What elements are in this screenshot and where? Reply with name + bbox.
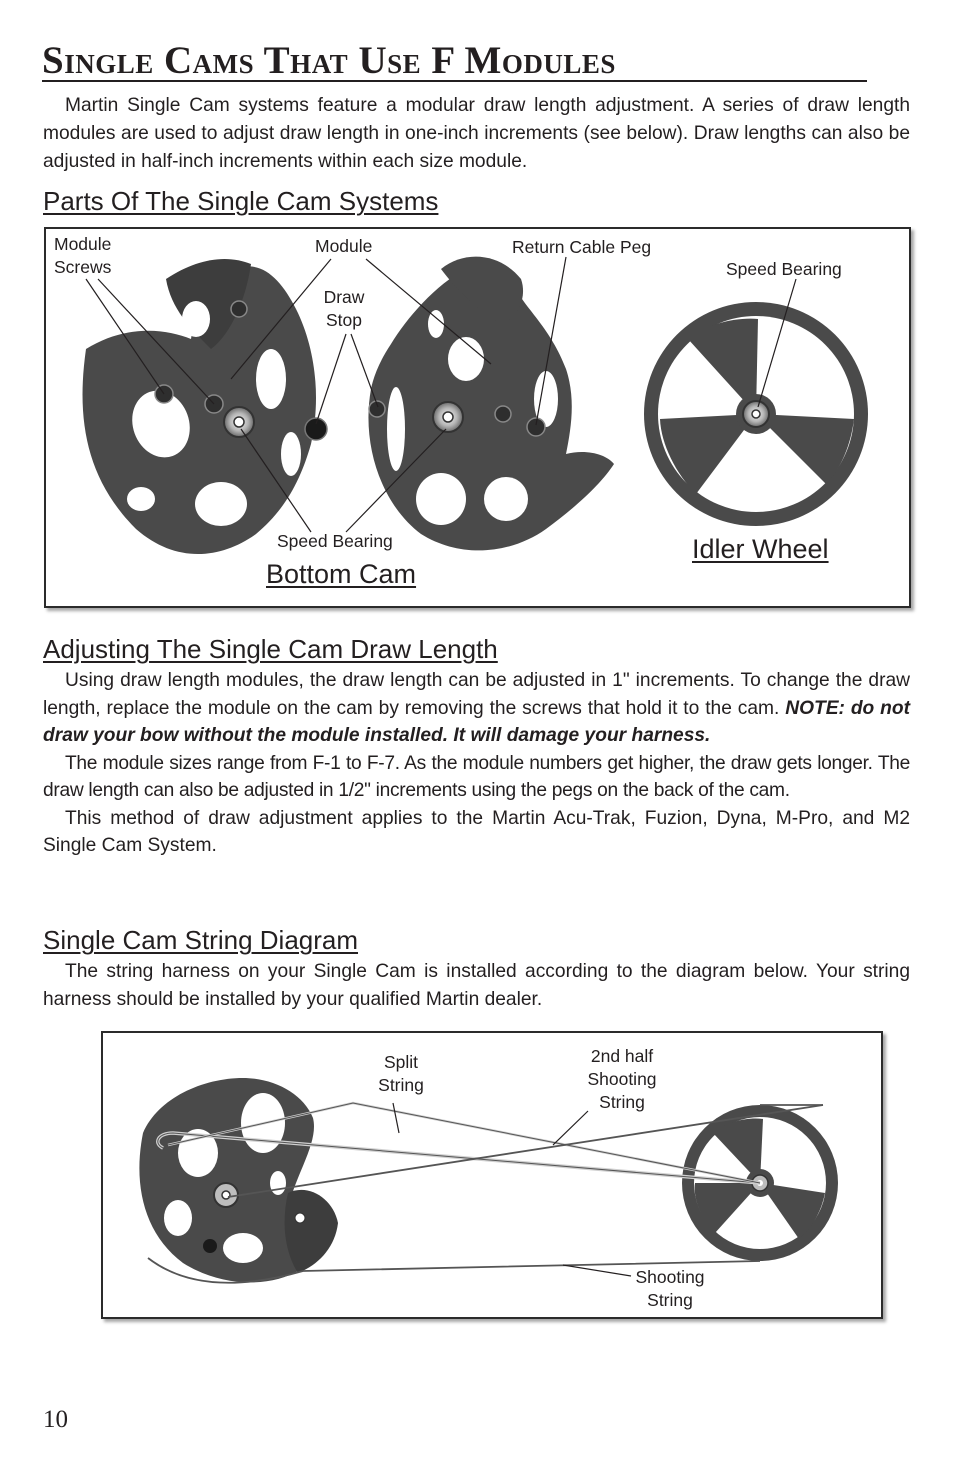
shooting-string-label-line2: String: [647, 1290, 693, 1310]
shooting-string-label: Shooting String: [623, 1266, 717, 1312]
diagram-strings: [147, 1101, 824, 1284]
adjusting-paragraphs: Using draw length modules, the draw leng…: [43, 667, 910, 860]
title-rule: [42, 80, 867, 82]
module-label: Module: [315, 236, 373, 256]
split-string-label: Split String: [365, 1051, 437, 1097]
split-string-label-line1: Split: [383, 1052, 419, 1072]
parts-heading: Parts Of The Single Cam Systems: [43, 186, 439, 216]
intro-paragraph: Martin Single Cam systems feature a modu…: [43, 92, 910, 176]
parts-figure: Module Screws Module Draw Stop Return Ca…: [44, 227, 911, 608]
string-diagram-paragraph: The string harness on your Single Cam is…: [43, 958, 910, 1014]
parts-leader-lines: [85, 256, 797, 533]
adjusting-note: NOTE: do not draw your bow without the m…: [43, 697, 910, 747]
speed-bearing-cam-label: Speed Bearing: [277, 531, 393, 551]
module-screws-label: Module Screws: [54, 233, 111, 279]
draw-stop-label-line2: Stop: [326, 310, 362, 330]
adjusting-heading: Adjusting The Single Cam Draw Length: [43, 634, 498, 664]
diagram-leader-lines: [392, 1102, 632, 1277]
bottom-cam-left-view: [82, 259, 328, 554]
module-screws-label-line2: Screws: [54, 257, 112, 277]
string-diagram-illustration: [139, 1078, 838, 1284]
second-half-label-line1: 2nd half: [590, 1046, 654, 1066]
bottom-cam-right-view: [368, 256, 614, 551]
draw-stop-label: Draw Stop: [312, 286, 376, 332]
module-screws-label-line1: Module: [54, 234, 112, 254]
cam-parts-illustration: [82, 256, 868, 554]
diagram-cam: [139, 1078, 338, 1283]
second-half-label-line2: Shooting: [587, 1069, 657, 1089]
string-diagram-heading: Single Cam String Diagram: [43, 925, 359, 955]
shooting-string-label-line1: Shooting: [635, 1267, 705, 1287]
string-diagram-figure: Split String 2nd half Shooting String Sh…: [101, 1031, 883, 1319]
second-half-label-line3: String: [599, 1092, 645, 1112]
page-number: 10: [43, 1406, 68, 1433]
return-cable-peg-label: Return Cable Peg: [512, 237, 652, 257]
draw-stop-label-line1: Draw: [323, 287, 365, 307]
page-title: Single Cams That Use F Modules: [42, 39, 616, 82]
adjusting-para1: Using draw length modules, the draw leng…: [43, 667, 910, 750]
second-half-shooting-string-label: 2nd half Shooting String: [577, 1045, 667, 1114]
adjusting-para3: This method of draw adjustment applies t…: [43, 807, 910, 857]
split-string-label-line2: String: [378, 1075, 424, 1095]
adjusting-para2: The module sizes range from F-1 to F-7. …: [43, 752, 910, 802]
speed-bearing-idler-label: Speed Bearing: [726, 259, 842, 279]
idler-wheel-illustration: [644, 302, 868, 526]
intro-text: Martin Single Cam systems feature a modu…: [43, 95, 910, 172]
idler-wheel-label: Idler Wheel: [692, 534, 829, 564]
adjusting-para1-text: Using draw length modules, the draw leng…: [43, 670, 910, 719]
bottom-cam-label: Bottom Cam: [266, 559, 417, 589]
string-diagram-text: The string harness on your Single Cam is…: [43, 961, 910, 1010]
